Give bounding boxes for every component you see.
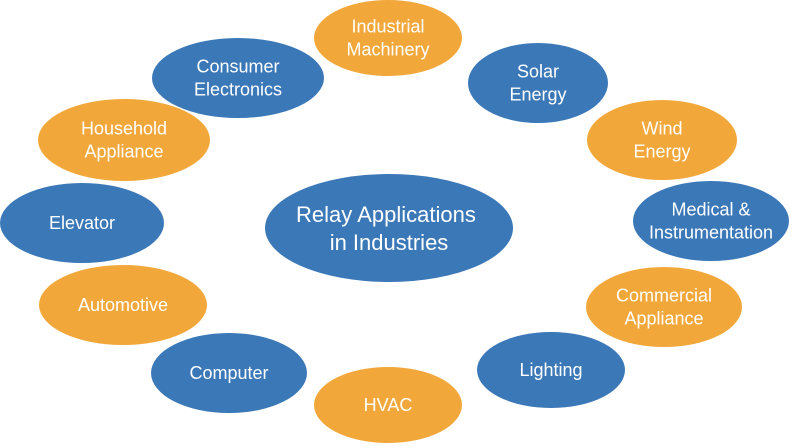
- center-node-label: Relay Applications in Industries: [296, 202, 482, 255]
- node-lighting-ellipse: [477, 332, 625, 408]
- node-industrial-machinery-line-1: Industrial: [351, 17, 424, 37]
- node-medical-instrumentation-line-1: Medical &: [671, 200, 750, 220]
- node-automotive: Automotive: [39, 265, 207, 345]
- node-computer-label: Computer: [189, 363, 268, 383]
- node-household-appliance-line-2: Appliance: [84, 142, 163, 162]
- node-hvac-line-1: HVAC: [364, 395, 413, 415]
- node-medical-instrumentation: Medical & Instrumentation: [633, 181, 789, 261]
- node-hvac-ellipse: [314, 367, 462, 443]
- node-hvac: HVAC: [314, 367, 462, 443]
- node-wind-energy-ellipse: [587, 100, 737, 180]
- node-automotive-ellipse: [39, 265, 207, 345]
- center-node: Relay Applications in Industries: [265, 174, 513, 282]
- node-commercial-appliance-line-1: Commercial: [616, 286, 712, 306]
- node-industrial-machinery-ellipse: [314, 0, 462, 76]
- center-node-line-2: in Industries: [330, 230, 449, 255]
- node-medical-instrumentation-label: Medical & Instrumentation: [649, 200, 773, 243]
- node-consumer-electronics-line-1: Consumer: [196, 57, 279, 77]
- node-elevator-label: Elevator: [49, 213, 115, 233]
- node-medical-instrumentation-line-2: Instrumentation: [649, 223, 773, 243]
- node-wind-energy-line-2: Energy: [633, 142, 690, 162]
- center-node-line-1: Relay Applications: [296, 202, 476, 227]
- node-automotive-line-1: Automotive: [78, 295, 168, 315]
- node-commercial-appliance-line-2: Appliance: [624, 309, 703, 329]
- node-commercial-appliance-ellipse: [586, 267, 742, 347]
- center-node-ellipse: [265, 174, 513, 282]
- node-solar-energy-line-2: Energy: [509, 85, 566, 105]
- node-lighting: Lighting: [477, 332, 625, 408]
- node-hvac-label: HVAC: [364, 395, 413, 415]
- node-elevator: Elevator: [0, 183, 164, 263]
- node-automotive-label: Automotive: [78, 295, 168, 315]
- node-computer-ellipse: [151, 333, 307, 413]
- node-elevator-line-1: Elevator: [49, 213, 115, 233]
- node-wind-energy-line-1: Wind: [641, 119, 682, 139]
- node-lighting-label: Lighting: [519, 360, 582, 380]
- node-medical-instrumentation-ellipse: [633, 181, 789, 261]
- node-consumer-electronics-line-2: Electronics: [194, 80, 282, 100]
- node-household-appliance-ellipse: [38, 99, 210, 181]
- node-computer: Computer: [151, 333, 307, 413]
- node-solar-energy-ellipse: [468, 43, 608, 123]
- node-computer-line-1: Computer: [189, 363, 268, 383]
- node-elevator-ellipse: [0, 183, 164, 263]
- node-lighting-line-1: Lighting: [519, 360, 582, 380]
- node-industrial-machinery-line-2: Machinery: [346, 40, 429, 60]
- node-consumer-electronics-ellipse: [152, 38, 324, 118]
- node-household-appliance-line-1: Household: [81, 119, 167, 139]
- node-solar-energy-line-1: Solar: [517, 62, 559, 82]
